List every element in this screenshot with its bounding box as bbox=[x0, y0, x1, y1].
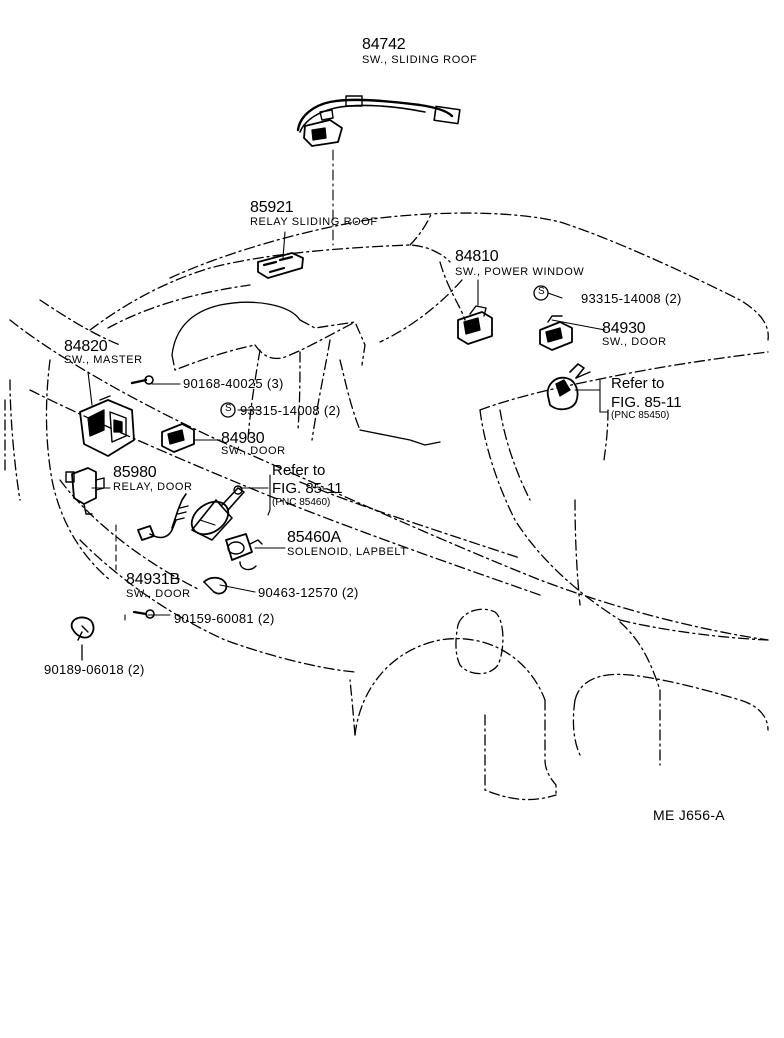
part-number-84930-left: 84930 bbox=[221, 430, 265, 447]
part-desc-85460a: SOLENOID, LAPBELT bbox=[287, 546, 408, 558]
part-desc-84810: SW., POWER WINDOW bbox=[455, 266, 585, 278]
part-desc-84820: SW., MASTER bbox=[64, 354, 143, 366]
clip-part bbox=[70, 616, 95, 661]
fastener-90168-40025: 90168-40025 (3) bbox=[183, 376, 284, 391]
reference-center-text: Refer to bbox=[272, 462, 326, 479]
diagram-code: ME J656-A bbox=[653, 807, 725, 823]
fastener-90159-60081: 90159-60081 (2) bbox=[174, 611, 275, 626]
reference-right-text: Refer to bbox=[611, 375, 665, 392]
clamp-part bbox=[203, 576, 228, 595]
door-switch-left-part bbox=[161, 423, 195, 453]
s-mark-right-letter: S bbox=[538, 286, 545, 297]
s-mark-right bbox=[533, 285, 549, 301]
fastener-93315-14008-right: 93315-14008 (2) bbox=[581, 291, 682, 306]
s-mark-left-letter: S bbox=[225, 403, 232, 414]
fastener-90463-12570: 90463-12570 (2) bbox=[258, 585, 359, 600]
sliding-roof-switch-part bbox=[296, 95, 461, 147]
part-desc-85980: RELAY, DOOR bbox=[113, 481, 193, 493]
part-number-84742: 84742 bbox=[362, 36, 406, 53]
s-mark-left bbox=[220, 402, 236, 418]
fastener-90189-06018: 90189-06018 (2) bbox=[44, 662, 145, 677]
part-desc-84930-left: SW., DOOR bbox=[221, 445, 286, 457]
part-number-84931b: 84931B bbox=[126, 571, 180, 588]
part-number-84930-right: 84930 bbox=[602, 320, 646, 337]
relay-sliding-roof-part bbox=[257, 252, 304, 279]
part-number-85921: 85921 bbox=[250, 199, 294, 216]
reference-right-pnc: (PNC 85450) bbox=[611, 410, 670, 421]
solenoid-lapbelt-part bbox=[225, 533, 263, 571]
part-number-84820: 84820 bbox=[64, 338, 108, 355]
part-number-85460a: 85460A bbox=[287, 529, 341, 546]
door-switch-right-part bbox=[539, 315, 573, 351]
part-desc-84931b: SW., DOOR bbox=[126, 588, 191, 600]
lapbelt-solenoid-right-part bbox=[546, 363, 591, 411]
part-number-85980: 85980 bbox=[113, 464, 157, 481]
master-switch-part bbox=[79, 395, 135, 457]
reference-right-fig: FIG. 85-11 bbox=[611, 394, 682, 411]
power-window-switch-part bbox=[457, 305, 493, 345]
screw-door-b-part bbox=[132, 609, 155, 619]
part-desc-84930-right: SW., DOOR bbox=[602, 336, 667, 348]
part-desc-84742: SW., SLIDING ROOF bbox=[362, 54, 478, 66]
part-desc-85921: RELAY SLIDING ROOF bbox=[250, 216, 378, 228]
reference-center-pnc: (PNC 85460) bbox=[272, 497, 331, 508]
part-number-84810: 84810 bbox=[455, 248, 499, 265]
screw-master-part bbox=[130, 375, 154, 385]
car-body-outline bbox=[4, 211, 769, 801]
reference-center-fig: FIG. 85-11 bbox=[272, 480, 343, 497]
lapbelt-solenoid-center-part bbox=[171, 485, 245, 541]
door-switch-b-part bbox=[137, 519, 177, 541]
fastener-93315-14008-left: 93315-14008 (2) bbox=[240, 403, 341, 418]
relay-door-part bbox=[65, 467, 105, 515]
